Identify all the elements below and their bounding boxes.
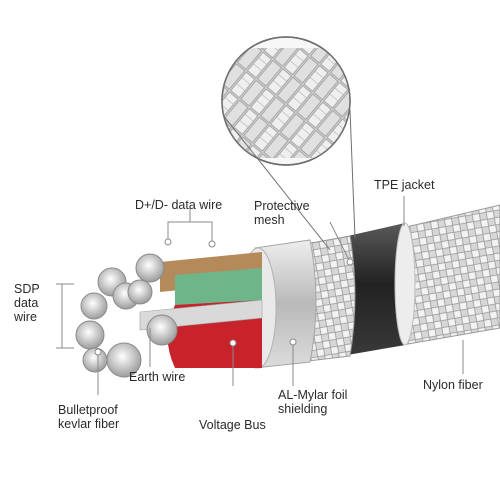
wire-end-7 <box>82 347 108 373</box>
wire-end-2 <box>135 253 165 283</box>
magnified-braid-circle <box>221 36 356 251</box>
wire-ends <box>75 253 178 378</box>
label-tpe-jacket: TPE jacket <box>374 178 435 192</box>
label-data-wire: D+/D- data wire <box>135 198 223 212</box>
label-nylon-fiber: Nylon fiber <box>423 378 483 392</box>
leader-data-wire <box>167 206 213 244</box>
label-protective-mesh: Protective mesh <box>254 199 310 227</box>
label-al-mylar: AL-Mylar foil shielding <box>278 388 348 416</box>
label-earth-wire: Earth wire <box>129 370 186 384</box>
leader-protective-mesh <box>329 221 351 263</box>
wire-end-3 <box>80 292 108 320</box>
leader-lines <box>56 196 464 395</box>
label-voltage-bus: Voltage Bus <box>199 418 266 432</box>
label-bulletproof-kevlar: Bulletproof kevlar fiber <box>58 403 120 431</box>
leader-sdp <box>56 283 74 349</box>
wire-end-9 <box>127 279 153 305</box>
label-sdp-data-wire: SDP data wire <box>14 282 40 324</box>
leader-dots <box>94 238 354 356</box>
wire-end-8 <box>146 314 178 346</box>
wire-end-5 <box>75 320 105 350</box>
data-wire-green <box>175 268 262 310</box>
